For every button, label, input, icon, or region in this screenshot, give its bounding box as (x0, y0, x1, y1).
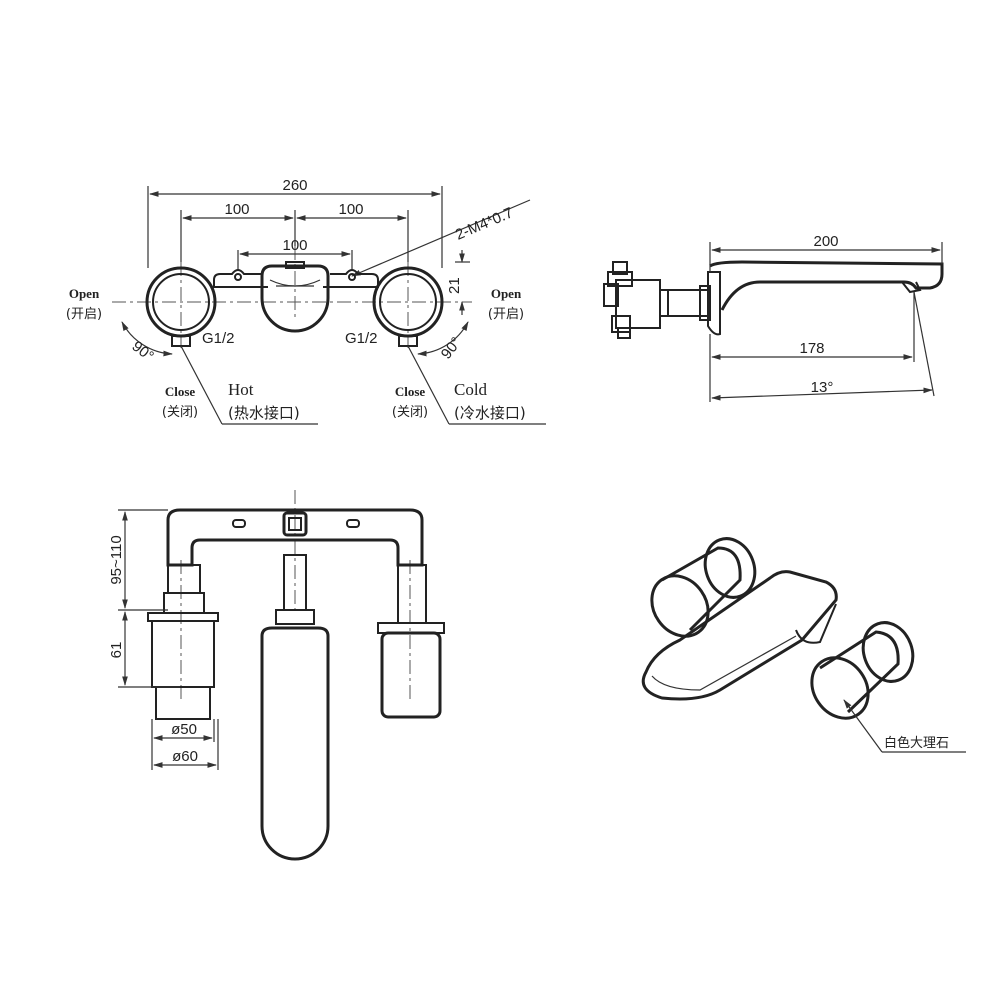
left-open-cn: (开启) (66, 307, 102, 322)
dim-13deg: 13° (811, 379, 834, 396)
dia-60: ø60 (172, 748, 198, 765)
left-close-cn: (关闭) (162, 405, 198, 420)
dia-50: ø50 (171, 721, 197, 738)
cold-label-en: Cold (454, 380, 488, 399)
cold-label-cn: (冷水接口) (454, 404, 526, 422)
side-view: 200 178 13° (603, 233, 944, 402)
iso-view: 白色大理石 (641, 537, 966, 753)
mounting-hole-left (234, 273, 242, 281)
cold-handle-side (380, 631, 442, 719)
front-view: 260 100 100 100 2-M4*0.7 21 (66, 177, 546, 425)
cold-thread: G1/2 (345, 330, 378, 347)
left-open-en: Open (69, 286, 100, 301)
dim-61: 61 (108, 642, 125, 659)
left-close-en: Close (165, 384, 196, 399)
iso-hot-handle (650, 574, 710, 638)
cold-handle-inner (379, 273, 437, 331)
right-open-cn: (开启) (488, 307, 524, 322)
hot-handle-side (151, 620, 215, 688)
dim-21: 21 (446, 277, 463, 294)
hot-thread: G1/2 (202, 330, 235, 347)
left-rotation-arc (121, 321, 173, 357)
spout-top (260, 626, 330, 861)
spout-side (709, 260, 944, 311)
right-rotation-arc (417, 321, 469, 357)
valve-body-top (166, 508, 424, 567)
hot-label-en: Hot (228, 380, 254, 399)
iso-hot-plate (703, 537, 757, 599)
dim-260: 260 (282, 177, 307, 194)
hot-label-cn: (热水接口) (228, 404, 300, 422)
iso-spout (641, 570, 838, 701)
thread-note: 2-M4*0.7 (453, 204, 516, 243)
iso-cold-plate (861, 621, 915, 683)
dim-95-110: 95~110 (108, 535, 125, 584)
left-angle: 90° (129, 338, 157, 365)
dim-100-center: 100 (282, 237, 307, 254)
spout-front (260, 264, 330, 333)
valve-body (615, 279, 661, 329)
plan-view: 95~110 61 ø50 ø60 (108, 490, 445, 861)
right-close-en: Close (395, 384, 426, 399)
mounting-hole-right (348, 273, 356, 281)
iso-cold-handle (810, 656, 870, 720)
angle-arc (711, 387, 933, 401)
dim-100-right: 100 (338, 201, 363, 218)
dim-100-left: 100 (224, 201, 249, 218)
right-open-en: Open (491, 286, 522, 301)
thread-leader (351, 199, 531, 277)
dim-200: 200 (813, 233, 838, 250)
right-angle: 90° (438, 334, 465, 362)
right-close-cn: (关闭) (392, 405, 428, 420)
hot-handle-inner (152, 273, 210, 331)
material-label: 白色大理石 (884, 735, 949, 751)
dim-178: 178 (799, 340, 824, 357)
